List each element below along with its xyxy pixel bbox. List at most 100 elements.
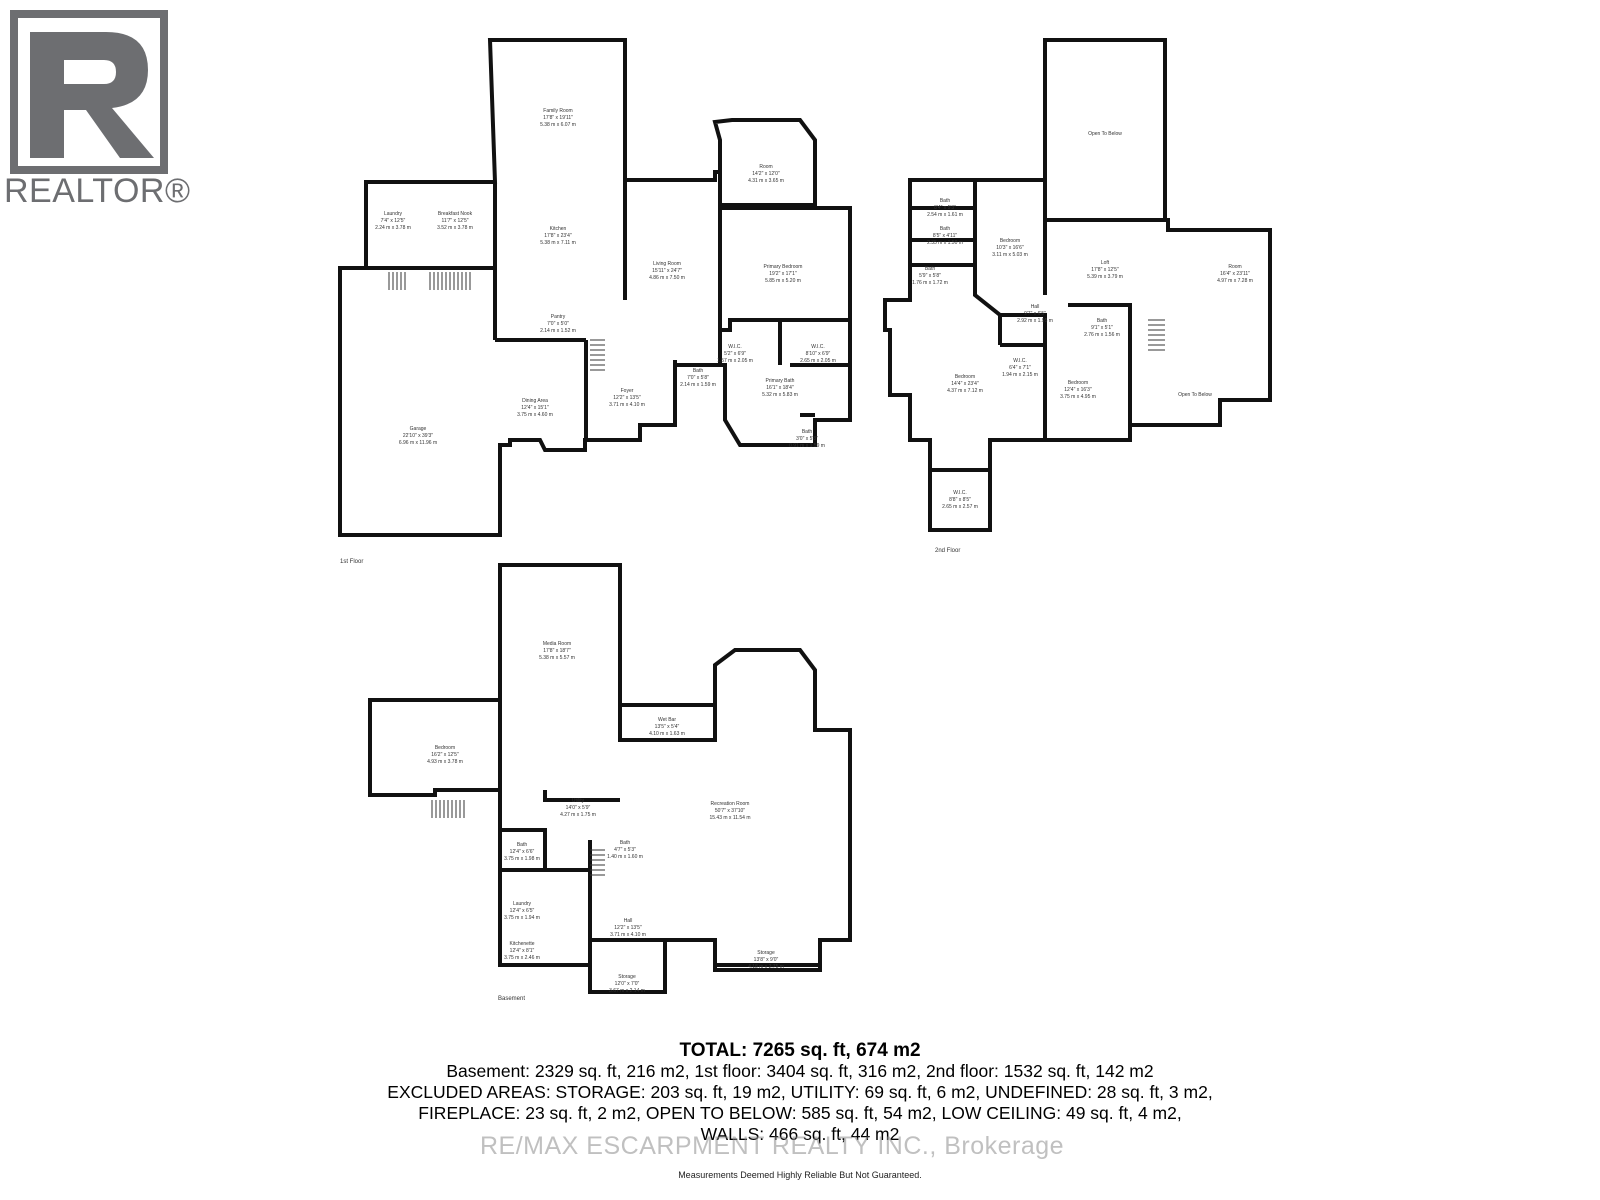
room-label: 3.75 m x 2.46 m: [504, 955, 540, 961]
room-label: 16'4" x 23'11": [1220, 271, 1250, 277]
room-label: 14'4" x 23'4": [951, 381, 979, 387]
room-label: Pantry: [551, 314, 566, 320]
room-label: Hall: [1031, 304, 1040, 310]
room-label: Primary Bedroom: [764, 264, 803, 270]
basement-label: Basement: [498, 996, 525, 1002]
room-label: 14'0" x 5'9": [566, 805, 591, 811]
room-label: Foyer: [621, 388, 634, 394]
room-label: 8'8" x 8'5": [949, 497, 971, 503]
room-label: 3.11 m x 5.03 m: [992, 252, 1027, 258]
room-label: 7'0" x 5'0": [547, 321, 569, 327]
room-label: Bath: [802, 429, 813, 435]
brokerage-watermark: RE/MAX ESCARPMENT REALTY INC., Brokerage: [480, 1132, 1065, 1160]
room-label: 2.14 m x 1.52 m: [540, 328, 576, 334]
room-label: 2.35 m x 1.50 m: [927, 240, 963, 246]
room-label: Family Room: [543, 108, 572, 114]
room-label: Garage: [410, 426, 427, 432]
room-label: Bath: [620, 840, 631, 846]
room-label: 4.10 m x 1.63 m: [649, 731, 685, 737]
realtor-logo-text: REALTOR®: [4, 172, 191, 210]
room-label: 3.75 m x 1.98 m: [504, 856, 540, 862]
area-summary: TOTAL: 7265 sq. ft, 674 m2 Basement: 232…: [300, 1040, 1300, 1145]
room-label: 1.76 m x 1.72 m: [912, 280, 948, 286]
room-label: 8'4" x 5'3": [934, 205, 956, 211]
room-label: 3.52 m x 3.78 m: [437, 225, 473, 231]
room-label: Bath: [940, 226, 951, 232]
room-label: 5.38 m x 6.07 m: [540, 122, 576, 128]
stairs: [388, 272, 1165, 876]
room-label: 12'4" x 16'3": [1064, 387, 1092, 393]
room-label: Bedroom: [955, 374, 975, 380]
walls-area: WALLS: 466 sq. ft, 44 m2: [700, 1124, 900, 1144]
room-label: 2.24 m x 3.78 m: [375, 225, 411, 231]
room-label: 12'2" x 13'5": [614, 925, 642, 931]
room-label: Open To Below: [1178, 392, 1212, 398]
total-area: TOTAL: 7265 sq. ft, 674 m2: [679, 1040, 921, 1061]
room-label: Bedroom: [1000, 238, 1020, 244]
room-label: Dining Area: [522, 398, 548, 404]
room-label: 5'9" x 5'8": [919, 273, 941, 279]
room-label: Hall: [624, 918, 633, 924]
room-label: W.I.C.: [811, 344, 825, 350]
room-label: 17'8" x 18'7": [543, 648, 571, 654]
room-label: 5.38 m x 7.11 m: [540, 240, 575, 246]
room-label: 2.14 m x 1.59 m: [680, 382, 716, 388]
room-label: Room: [759, 164, 772, 170]
room-label: 4.93 m x 3.78 m: [427, 759, 463, 765]
room-label: Primary Bath: [766, 378, 795, 384]
room-label: 4.27 m x 1.75 m: [560, 812, 596, 818]
room-label: 3.75 m x 1.94 m: [504, 915, 540, 921]
second-floor-label: 2nd Floor: [935, 548, 960, 554]
room-label: Bath: [940, 198, 951, 204]
room-label: Loft: [1101, 260, 1110, 266]
room-label: Wet Bar: [658, 717, 676, 723]
room-label: 4.18 m x 2.75 m: [748, 964, 784, 970]
room-label: Storage: [757, 950, 775, 956]
room-label: Utility: [572, 798, 585, 804]
room-label: 5.85 m x 5.20 m: [765, 278, 801, 284]
room-label: W.I.C.: [1013, 358, 1027, 364]
room-label: 7'4" x 12'5": [381, 218, 406, 224]
floor-plans: 1st Floor 2nd Floor Basement Family Room…: [338, 38, 1272, 1002]
room-label: Storage: [618, 974, 636, 980]
room-label: 17'8" x 19'11": [543, 115, 573, 121]
room-label: 15'11" x 24'7": [652, 268, 682, 274]
room-label: 16'2" x 12'5": [431, 752, 459, 758]
first-floor-walls: [338, 38, 852, 537]
floor-area-breakdown: Basement: 2329 sq. ft, 216 m2, 1st floor…: [446, 1061, 1154, 1081]
room-label: 22'10" x 39'3": [403, 433, 433, 439]
room-label: W.I.C.: [728, 344, 742, 350]
room-label: 6.96 m x 11.96 m: [399, 440, 437, 446]
room-label: 17'8" x 12'5": [1091, 267, 1119, 273]
room-label: Open To Below: [1088, 131, 1122, 137]
room-label: 10'3" x 16'6": [996, 245, 1024, 251]
room-label: 16'1" x 18'4": [766, 385, 794, 391]
room-label: Recreation Room: [711, 801, 750, 807]
room-label: Bath: [517, 842, 528, 848]
room-label: 4'7" x 5'3": [614, 847, 636, 853]
room-label: 17'8" x 23'4": [544, 233, 572, 239]
room-label: 8'5" x 4'11": [933, 233, 957, 239]
room-label: 9'1" x 5'1": [1091, 325, 1113, 331]
room-label: Bath: [1097, 318, 1108, 324]
room-label: 4.37 m x 7.12 m: [947, 388, 983, 394]
room-label: 2.65 m x 2.05 m: [800, 358, 836, 364]
realtor-logo: [10, 10, 168, 174]
room-label: 3.75 m x 4.60 m: [517, 412, 553, 418]
second-floor-walls: [883, 38, 1272, 532]
room-label: 14'2" x 12'0": [752, 171, 780, 177]
room-label: 12'4" x 15'1": [521, 405, 549, 411]
room-label: 4.31 m x 3.65 m: [748, 178, 784, 184]
room-label: 12'0" x 7'0": [615, 981, 640, 987]
room-label: 1.40 m x 1.60 m: [607, 854, 643, 860]
room-label: 12'2" x 13'5": [613, 395, 641, 401]
room-label: 3.75 m x 4.95 m: [1060, 394, 1096, 400]
room-label: 4.97 m x 7.28 m: [1217, 278, 1253, 284]
room-label: 2.65 m x 2.57 m: [942, 504, 978, 510]
room-label: Living Room: [653, 261, 681, 267]
room-label: 1.57 m x 2.05 m: [717, 358, 753, 364]
room-label: Bedroom: [1068, 380, 1088, 386]
room-label: 12'4" x 6'6": [510, 849, 535, 855]
room-label: 15.43 m x 11.54 m: [709, 815, 750, 821]
room-label: 2.92 m x 1.95 m: [1017, 318, 1053, 324]
